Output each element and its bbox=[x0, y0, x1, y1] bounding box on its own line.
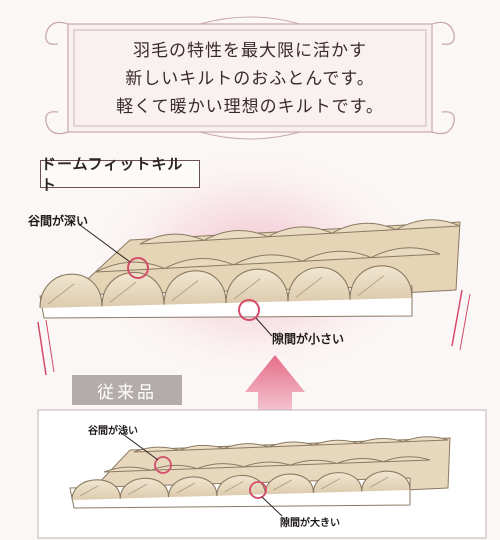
quilt-front-dome bbox=[287, 267, 351, 302]
intro-line: 羽毛の特性を最大限に活かす bbox=[133, 40, 367, 61]
conventional-label: 従来品 bbox=[72, 375, 182, 405]
quilt-front-puff bbox=[264, 473, 314, 495]
dome-fit-label: ドームフィットキルト bbox=[40, 155, 200, 194]
dome-gap-callout: 隙間が小さい bbox=[272, 332, 345, 346]
quilt-front-dome bbox=[349, 265, 413, 300]
dome-fold-line bbox=[321, 478, 341, 490]
quilt-front-puff bbox=[168, 476, 218, 498]
callout-markers bbox=[79, 224, 283, 517]
intro-text-block: 羽毛の特性を最大限に活かす 新しいキルトのおふとんです。 軽くて暖かい理想のキル… bbox=[70, 26, 430, 131]
dome-fold-line bbox=[79, 485, 99, 497]
quilt-dome bbox=[395, 219, 461, 231]
quilt-dome bbox=[370, 247, 441, 259]
ornamental-frame bbox=[45, 16, 455, 140]
conventional-quilt bbox=[69, 436, 451, 509]
quilt-front-puff bbox=[71, 479, 121, 501]
improvement-arrow bbox=[245, 355, 305, 425]
conventional-valley-callout: 谷間が浅い bbox=[88, 426, 138, 437]
quilt-puff bbox=[383, 456, 431, 463]
dome-fold-line bbox=[176, 482, 196, 494]
dome-fold-line bbox=[128, 483, 148, 495]
quilt-puff bbox=[402, 436, 449, 443]
quilt-front-dome bbox=[225, 268, 289, 304]
intro-line: 軽くて暖かい理想のキルトです。 bbox=[116, 96, 384, 117]
quilt-front-puff bbox=[119, 477, 170, 499]
dome-fold-line bbox=[357, 275, 385, 296]
dome-fold-line bbox=[295, 276, 323, 298]
quilt-front-dome bbox=[101, 272, 165, 307]
conventional-gap-callout: 隙間が大きい bbox=[280, 518, 340, 529]
dome-fit-quilt bbox=[39, 219, 461, 319]
quilt-front-puff bbox=[312, 472, 363, 493]
dome-fold-line bbox=[171, 280, 199, 301]
intro-line: 新しいキルトのおふとんです。 bbox=[125, 68, 375, 89]
dome-fold-line bbox=[233, 278, 261, 300]
quilt-front-puff bbox=[216, 475, 266, 496]
dome-fold-line bbox=[47, 283, 75, 305]
side-accent-lines bbox=[37, 289, 471, 376]
dome-valley-callout: 谷間が深い bbox=[28, 214, 89, 228]
dome-fold-line bbox=[224, 481, 244, 493]
dome-fold-line bbox=[109, 281, 137, 303]
dome-fold-line bbox=[369, 476, 389, 488]
dome-fold-line bbox=[272, 479, 292, 491]
quilt-front-puff bbox=[361, 470, 411, 492]
quilt-front-dome bbox=[163, 270, 227, 305]
quilt-front-dome bbox=[39, 273, 103, 309]
